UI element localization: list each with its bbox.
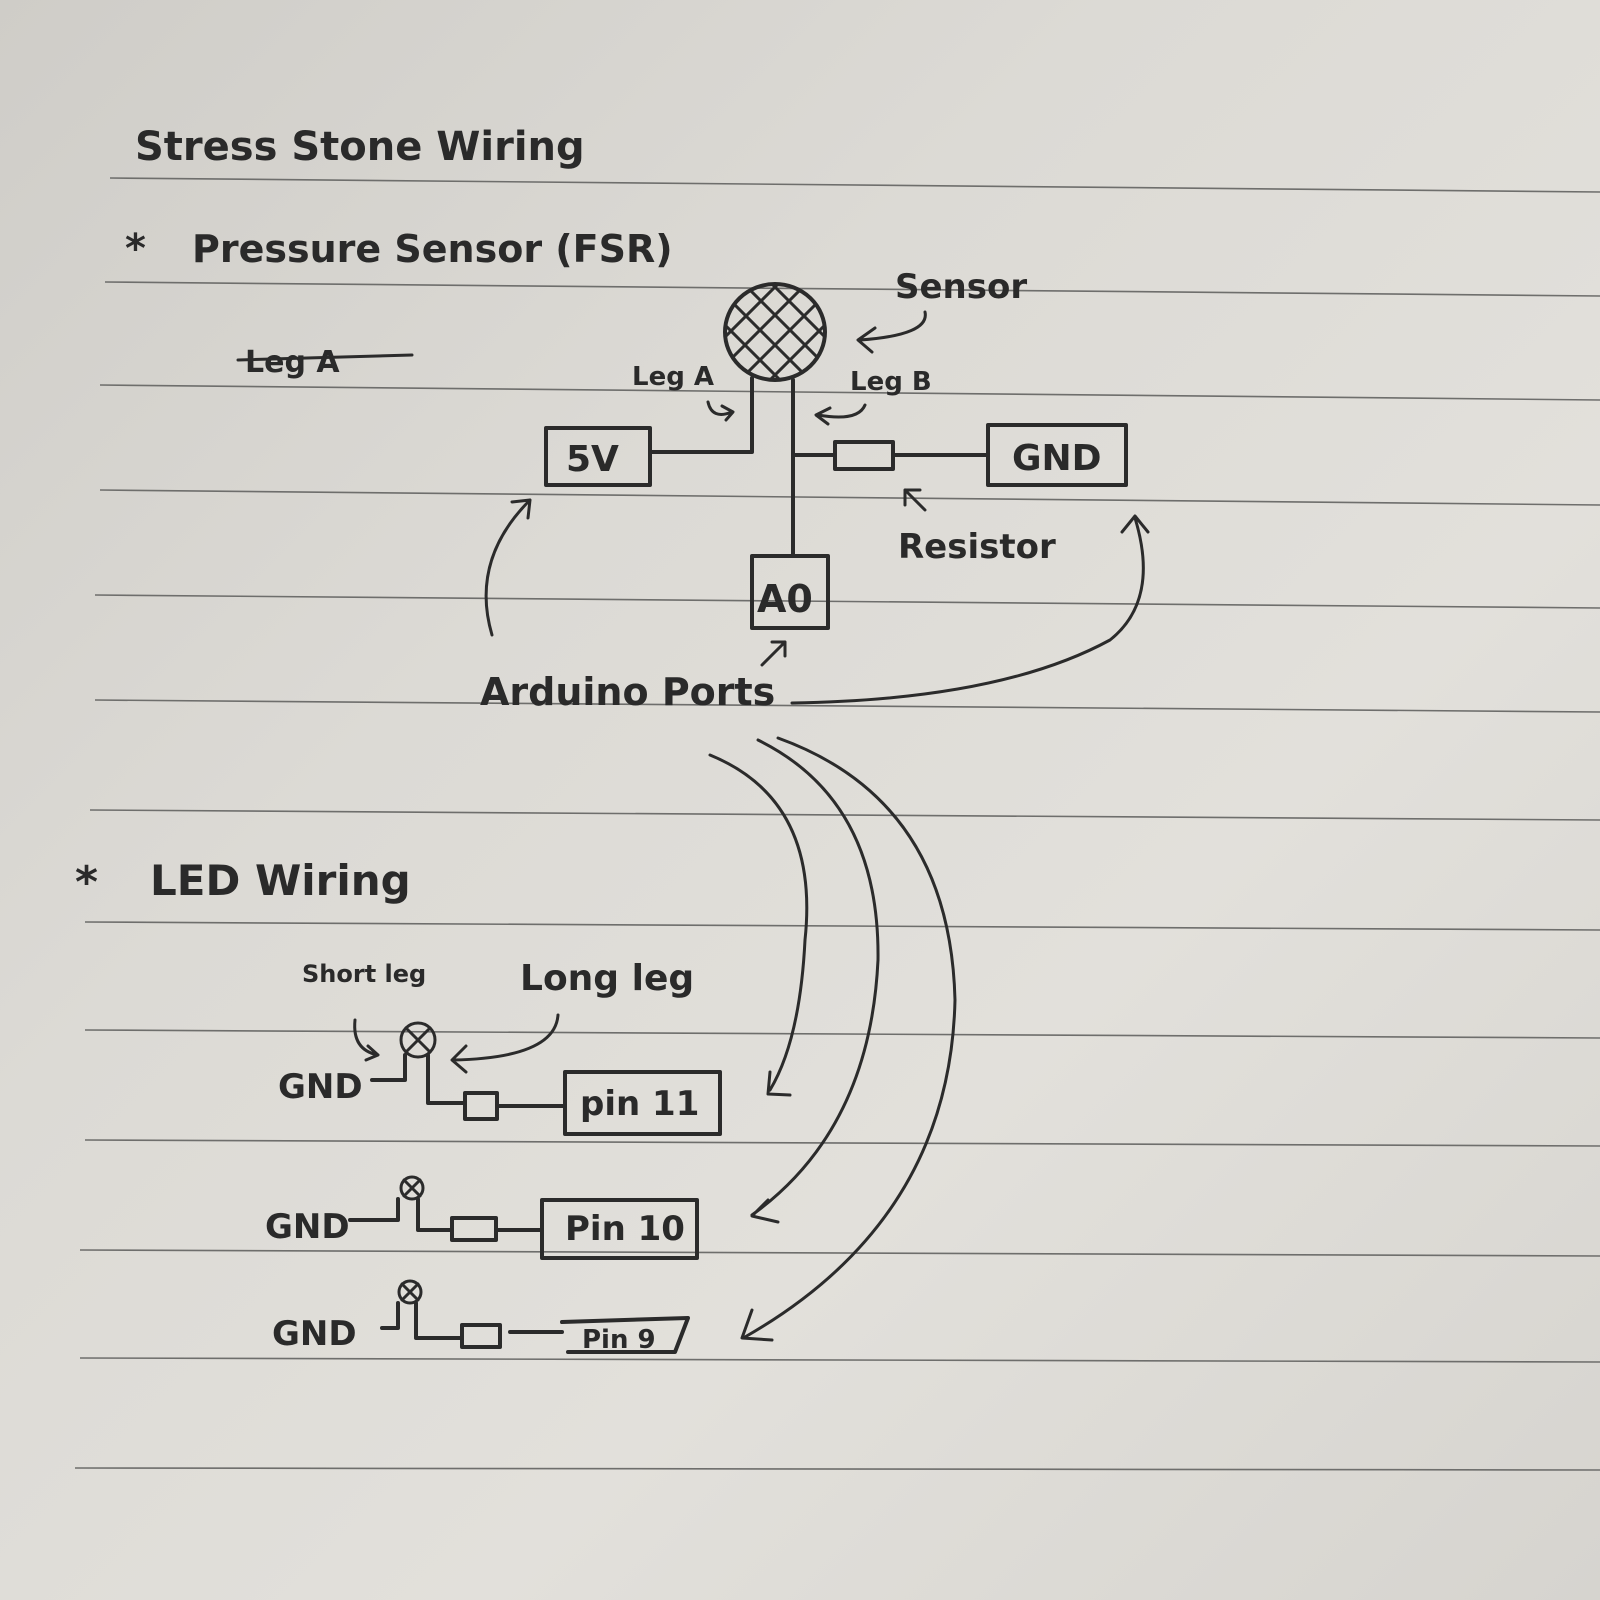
gnd-label: GND xyxy=(272,1314,357,1354)
short-leg-label: Short leg xyxy=(302,960,426,988)
strikethrough-line xyxy=(236,353,414,362)
led-circuit-pin9 xyxy=(380,1279,690,1354)
arrow-icon xyxy=(856,310,927,354)
led-icon xyxy=(397,1279,423,1305)
ruled-lines xyxy=(74,177,1600,1471)
long-leg-label: Long leg xyxy=(520,958,694,999)
fsr-sensor-icon xyxy=(723,282,827,382)
pin11-label: pin 11 xyxy=(580,1084,699,1124)
port-5v-box xyxy=(544,426,652,487)
led-icon xyxy=(399,1175,425,1201)
led-circuit-pin10 xyxy=(348,1175,699,1260)
arrow-to-a0-icon xyxy=(760,640,787,667)
arduino-ports-label: Arduino Ports xyxy=(480,670,775,714)
wire-leg-a xyxy=(648,376,754,454)
led-icon xyxy=(399,1021,437,1059)
pin10-label: Pin 10 xyxy=(565,1209,685,1249)
leg-b-label: Leg B xyxy=(850,367,932,397)
led-wiring-heading: LED Wiring xyxy=(150,856,411,905)
arrow-icon xyxy=(353,1018,380,1062)
port-gnd-label: GND xyxy=(1012,438,1102,479)
port-5v-label: 5V xyxy=(566,439,619,480)
leg-a-label: Leg A xyxy=(632,362,714,392)
resistor-icon xyxy=(833,440,895,471)
resistor-icon xyxy=(460,1323,502,1349)
arrow-icon xyxy=(814,403,867,426)
pressure-sensor-heading: Pressure Sensor (FSR) xyxy=(192,227,673,271)
gnd-label: GND xyxy=(278,1067,363,1107)
pin10-box xyxy=(540,1198,699,1260)
port-gnd-box xyxy=(986,423,1128,487)
struck-out-text: Leg A xyxy=(245,345,340,380)
arrow-to-gnd-icon xyxy=(790,514,1150,705)
port-a0-label: A0 xyxy=(757,577,813,621)
pin9-box xyxy=(560,1316,690,1354)
arrow-to-pin10-icon xyxy=(750,738,880,1224)
arrow-to-pin11-icon xyxy=(708,753,809,1097)
arrow-icon xyxy=(706,400,735,422)
resistor-icon xyxy=(463,1091,499,1121)
led-circuit-pin11 xyxy=(370,1021,722,1136)
arrow-icon xyxy=(450,1013,560,1074)
resistor-label: Resistor xyxy=(898,527,1056,567)
arrow-to-pin9-icon xyxy=(740,736,957,1342)
gnd-label: GND xyxy=(265,1207,350,1247)
page-title: Stress Stone Wiring xyxy=(135,124,585,170)
bullet-asterisk-icon: * xyxy=(75,857,98,908)
resistor-icon xyxy=(450,1216,498,1242)
arrow-to-5v-icon xyxy=(484,498,532,637)
sensor-label: Sensor xyxy=(895,267,1027,307)
arrow-icon xyxy=(903,488,927,512)
pin9-label: Pin 9 xyxy=(582,1325,656,1355)
bullet-asterisk-icon: * xyxy=(125,226,146,272)
pin11-box xyxy=(563,1070,722,1136)
port-a0-box xyxy=(750,554,830,630)
